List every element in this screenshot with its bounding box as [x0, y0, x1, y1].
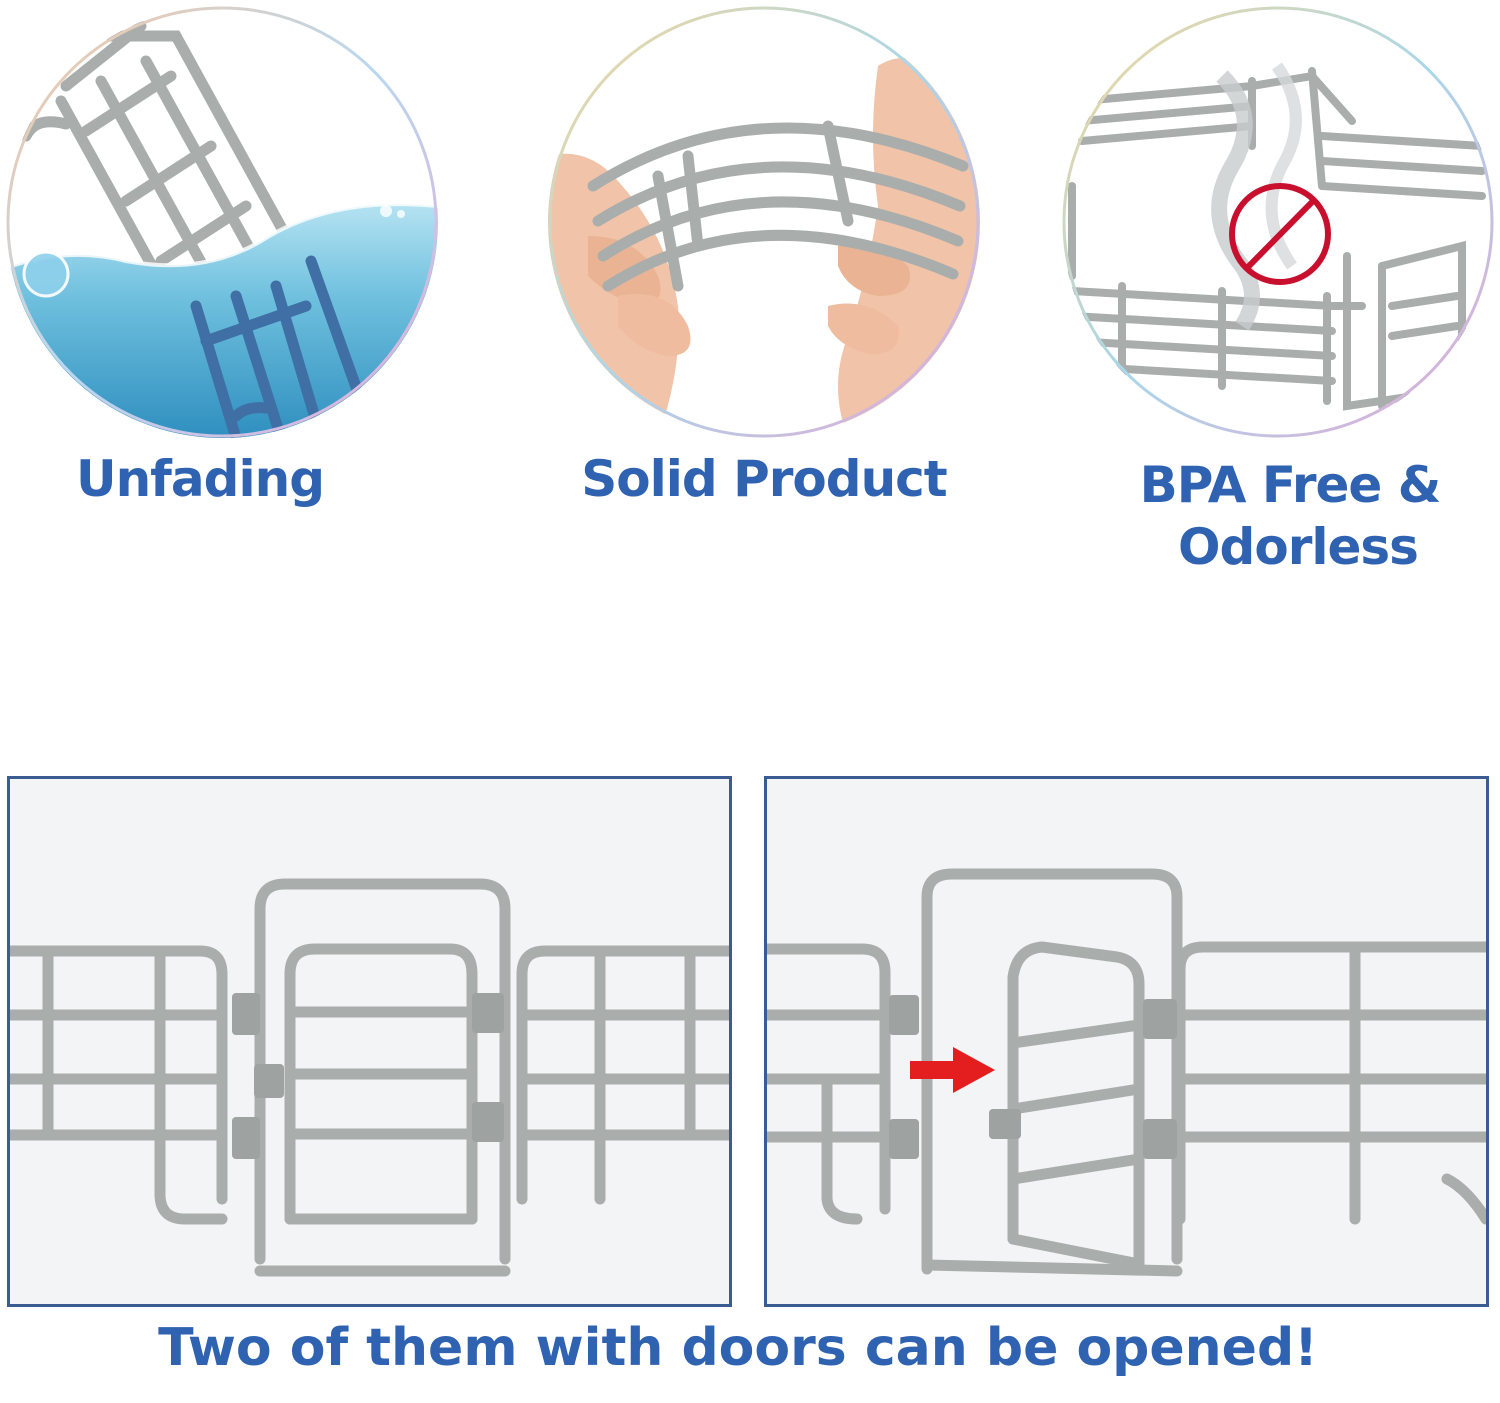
feature-label-bpa-free-line2: Odorless [1178, 518, 1419, 576]
feature-label-unfading: Unfading [75, 450, 325, 508]
solid-product-image [548, 6, 980, 438]
no-odor-icon [1229, 183, 1331, 285]
open-direction-arrow-icon [910, 1047, 995, 1093]
bpa-free-image [1062, 6, 1494, 438]
doors-caption: Two of them with doors can be opened! [158, 1318, 1318, 1378]
closed-gate-photo [7, 776, 732, 1307]
unfading-image [6, 6, 438, 438]
feature-label-bpa-free-line1: BPA Free & [1139, 456, 1442, 514]
open-gate-photo [764, 776, 1489, 1307]
feature-label-solid-product: Solid Product [581, 450, 947, 508]
